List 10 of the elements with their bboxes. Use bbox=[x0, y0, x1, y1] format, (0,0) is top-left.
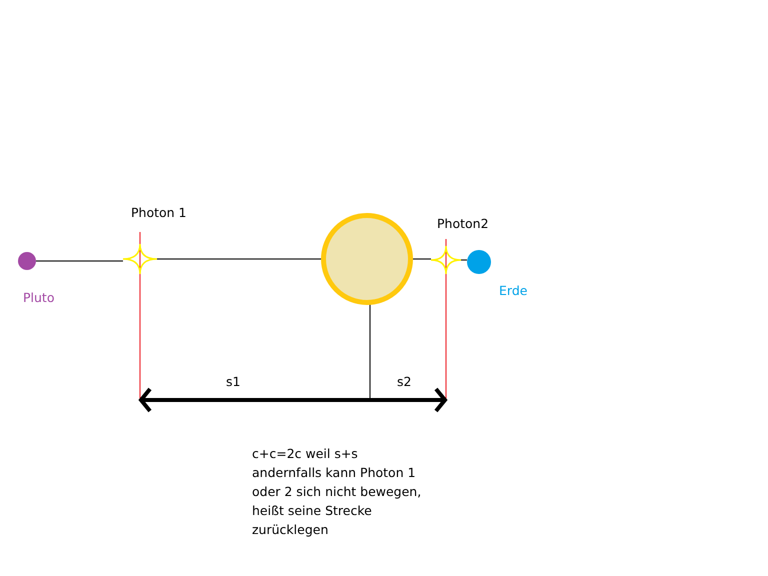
node-caption: Pluto bbox=[23, 290, 54, 305]
node-caption: Erde bbox=[499, 283, 528, 298]
connector-line bbox=[412, 258, 432, 260]
connector-line bbox=[156, 258, 322, 260]
node-caption: Photon2 bbox=[437, 216, 489, 231]
note-text: c+c=2c weil s+s andernfalls kann Photon 1 oder 2 sich nicht bewegen, heißt seine Strecke zurücklegen bbox=[252, 445, 422, 539]
connector-line bbox=[36, 260, 124, 262]
dimension-label: s1 bbox=[226, 374, 240, 389]
dimension-label: s2 bbox=[397, 374, 412, 389]
node-caption: Photon 1 bbox=[131, 205, 187, 220]
